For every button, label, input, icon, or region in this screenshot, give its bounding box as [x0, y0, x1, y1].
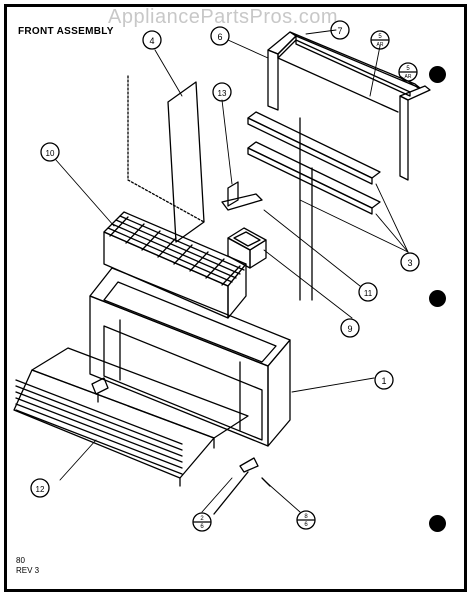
callout-12: 12 — [30, 478, 50, 498]
callout-9: 9 — [340, 318, 360, 338]
svg-text:12: 12 — [36, 485, 45, 494]
part-filter-rails — [247, 111, 381, 301]
callout-10: 10 — [40, 142, 60, 162]
svg-text:9: 9 — [347, 324, 352, 334]
binder-hole-bottom — [429, 515, 446, 532]
binder-hole-middle — [429, 290, 446, 307]
part-control-box — [227, 227, 267, 269]
svg-text:6: 6 — [217, 32, 222, 42]
part-side-panel — [127, 75, 205, 243]
part-front-louver — [13, 347, 249, 487]
footer-page-number: 80 — [16, 556, 25, 565]
callout-3: 3 — [400, 252, 420, 272]
svg-text:13: 13 — [218, 89, 227, 98]
svg-text:6: 6 — [304, 522, 308, 528]
svg-text:4: 4 — [149, 36, 154, 46]
svg-text:AR: AR — [405, 74, 412, 80]
part-upper-frame — [267, 31, 431, 181]
footer-revision: REV 3 — [16, 566, 40, 575]
svg-text:1: 1 — [381, 376, 386, 386]
callout-8-6: 8 6 — [296, 510, 316, 530]
svg-text:6: 6 — [200, 524, 204, 530]
diagram-title: FRONT ASSEMBLY — [18, 26, 114, 37]
binder-hole-top — [429, 66, 446, 83]
svg-text:2: 2 — [200, 516, 204, 522]
svg-text:8: 8 — [304, 514, 308, 520]
svg-text:7: 7 — [337, 26, 342, 36]
callout-6: 6 — [210, 26, 230, 46]
part-main-housing — [89, 267, 291, 447]
watermark: AppliancePartsPros.com — [108, 6, 338, 28]
svg-text:5: 5 — [378, 34, 382, 40]
callout-13: 13 — [212, 82, 232, 102]
part-small-bracket — [221, 181, 263, 211]
part-hardware — [213, 457, 271, 515]
svg-text:AR: AR — [377, 42, 384, 48]
callout-4: 4 — [142, 30, 162, 50]
callout-7: 7 — [330, 20, 350, 40]
svg-text:5: 5 — [406, 66, 410, 72]
svg-text:11: 11 — [364, 289, 373, 298]
callout-5-ar-lower: 5 AR — [398, 62, 418, 82]
callout-11: 11 — [358, 282, 378, 302]
part-grille — [103, 211, 247, 319]
svg-text:3: 3 — [407, 258, 412, 268]
leader-lines — [55, 29, 419, 513]
callout-1: 1 — [374, 370, 394, 390]
svg-text:10: 10 — [46, 149, 55, 158]
callout-5-ar-upper: 5 AR — [370, 30, 390, 50]
sheet-border — [4, 4, 467, 592]
callout-2-6: 2 6 — [192, 512, 212, 532]
